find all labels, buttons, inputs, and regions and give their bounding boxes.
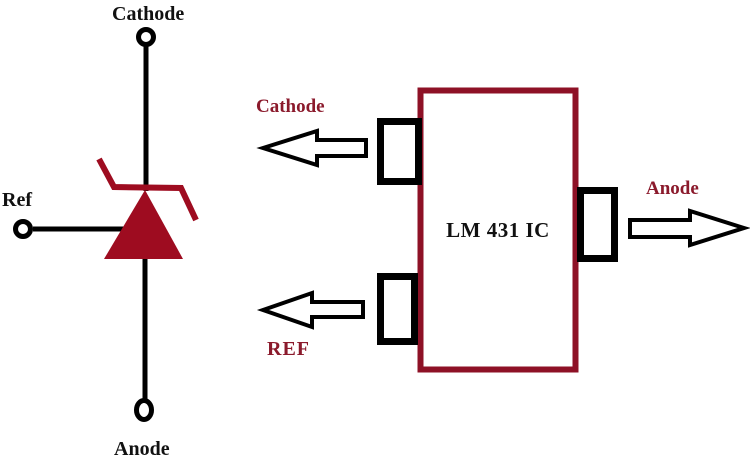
ic-pin-cathode-label: Cathode xyxy=(256,96,325,117)
zener-cathode-bar xyxy=(96,157,199,222)
ic-chip-name: LM 431 IC xyxy=(446,218,550,242)
symbol-ref-label: Ref xyxy=(2,189,32,211)
ic-pin-cathode-rect xyxy=(377,118,422,185)
ref-terminal-circle xyxy=(13,219,33,239)
cathode-arrow-left-icon xyxy=(256,128,368,168)
symbol-anode-label: Anode xyxy=(114,438,170,460)
anode-terminal-circle xyxy=(134,398,154,422)
ic-pin-ref-label: REF xyxy=(267,338,310,360)
ref-arrow-left-icon xyxy=(256,290,365,330)
ic-pin-anode-rect xyxy=(577,187,618,262)
ic-pin-ref-rect xyxy=(377,273,418,345)
ic-pin-anode-label: Anode xyxy=(646,178,699,199)
symbol-cathode-label: Cathode xyxy=(112,3,185,25)
ic-body-box xyxy=(417,87,579,373)
cathode-terminal-circle xyxy=(136,27,156,47)
anode-arrow-right-icon xyxy=(628,208,750,248)
symbol-triangle xyxy=(104,190,183,259)
